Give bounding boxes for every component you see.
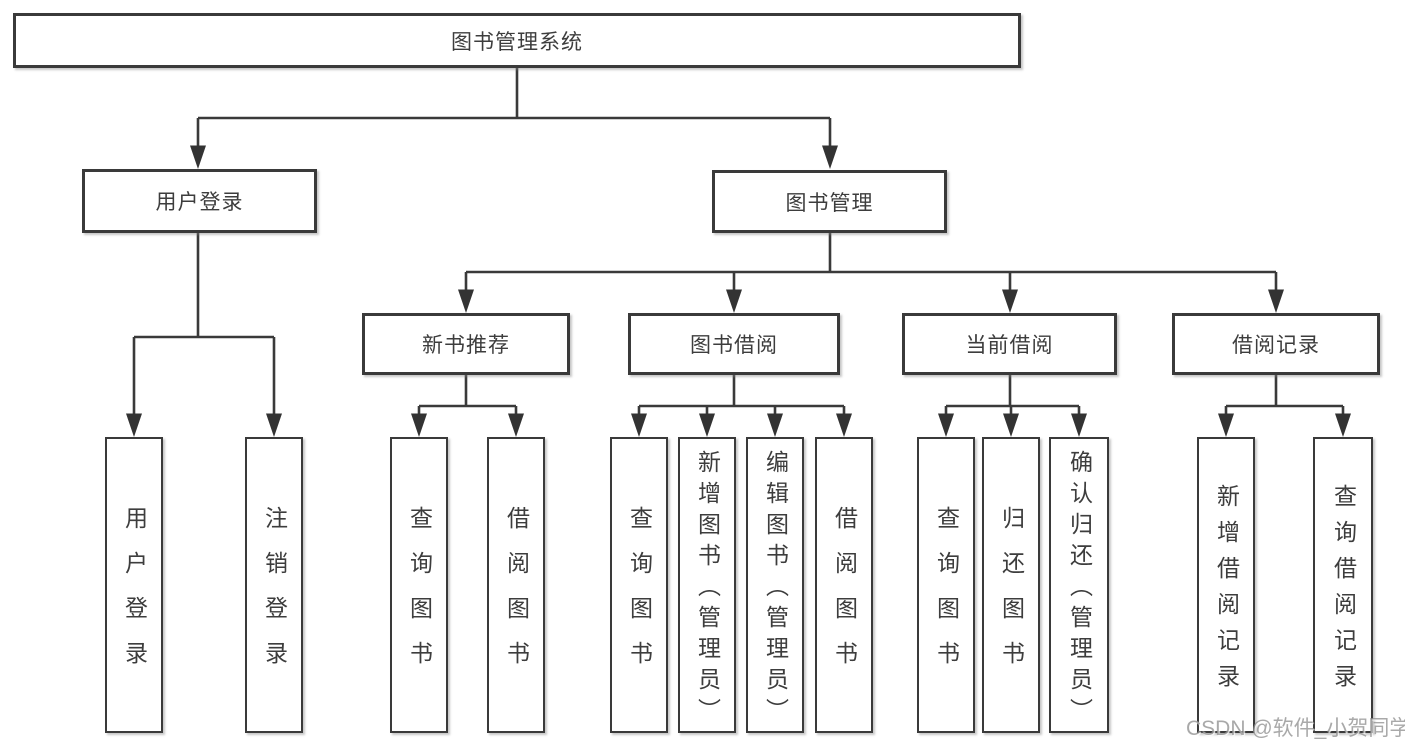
leaf-recommend-query-book: 查询图书: [390, 437, 448, 733]
node-current-borrow-label: 当前借阅: [965, 334, 1054, 357]
leaf-borrow-book: 借阅图书: [815, 437, 873, 733]
connector-segments: [132, 68, 1345, 416]
leaf-add-book-admin: 新增图书（管理员）: [678, 437, 736, 733]
node-book-borrow-label: 图书借阅: [690, 334, 778, 357]
node-borrow-record-label: 借阅记录: [1232, 334, 1320, 357]
node-current-borrow: 当前借阅: [902, 313, 1117, 375]
leaf-confirm-return-admin: 确认归还（管理员）: [1049, 437, 1109, 733]
node-new-book-recommend: 新书推荐: [362, 313, 570, 375]
leaf-user-login-label: 用户登录: [121, 506, 148, 686]
leaf-query-borrow-record: 查询借阅记录: [1313, 437, 1373, 733]
leaf-add-book-admin-label: 新增图书（管理员）: [694, 449, 721, 729]
node-user-login-label: 用户登录: [155, 191, 244, 214]
arrowheads: [126, 145, 1351, 437]
leaf-borrow-book-label: 借阅图书: [831, 506, 858, 686]
leaf-recommend-borrow-book: 借阅图书: [487, 437, 545, 733]
leaf-user-login: 用户登录: [105, 437, 163, 733]
leaf-return-book: 归还图书: [982, 437, 1040, 733]
leaf-recommend-query-book-label: 查询图书: [406, 506, 433, 686]
node-book-management-label: 图书管理: [785, 191, 874, 215]
leaf-add-borrow-record-label: 新增借阅记录: [1213, 483, 1240, 700]
node-book-borrow: 图书借阅: [628, 313, 840, 375]
leaf-borrow-query-book: 查询图书: [610, 437, 668, 733]
leaf-return-book-label: 归还图书: [998, 506, 1025, 686]
leaf-edit-book-admin-label: 编辑图书（管理员）: [762, 449, 789, 729]
leaf-recommend-borrow-book-label: 借阅图书: [503, 506, 530, 686]
leaf-edit-book-admin: 编辑图书（管理员）: [746, 437, 804, 733]
leaf-logout-label: 注销登录: [261, 506, 288, 686]
node-book-management: 图书管理: [712, 170, 947, 233]
leaf-logout: 注销登录: [245, 437, 303, 733]
node-root: 图书管理系统: [13, 13, 1021, 68]
node-new-book-recommend-label: 新书推荐: [422, 334, 510, 357]
node-borrow-record: 借阅记录: [1172, 313, 1380, 375]
node-root-label: 图书管理系统: [451, 30, 583, 54]
leaf-confirm-return-admin-label: 确认归还（管理员）: [1066, 449, 1093, 729]
leaf-query-borrow-record-label: 查询借阅记录: [1330, 483, 1357, 700]
leaf-borrow-query-book-label: 查询图书: [626, 506, 653, 686]
leaf-current-query-book: 查询图书: [917, 437, 975, 733]
leaf-add-borrow-record: 新增借阅记录: [1197, 437, 1255, 733]
node-user-login: 用户登录: [82, 169, 317, 233]
csdn-watermark: CSDN @软件_小贺同学: [1186, 717, 1405, 740]
leaf-current-query-book-label: 查询图书: [933, 506, 960, 686]
